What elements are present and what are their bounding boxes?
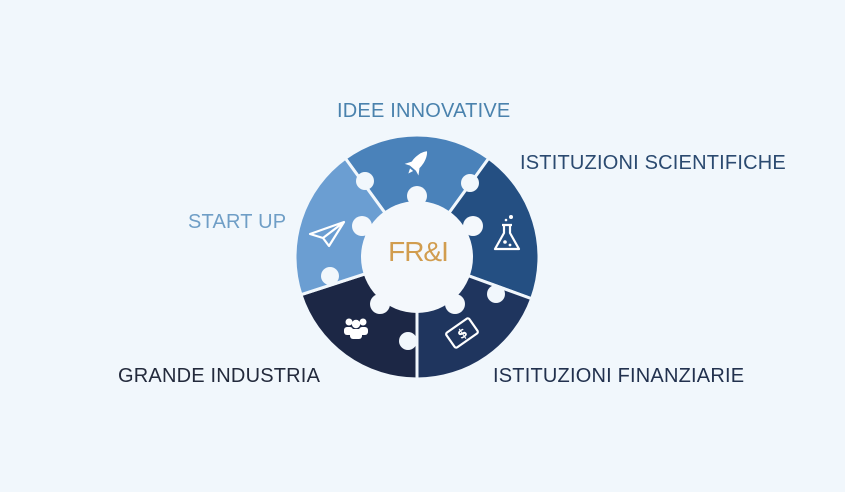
label-istituzioni-finanziarie: ISTITUZIONI FINANZIARIE: [493, 365, 745, 387]
people-group-icon: [344, 318, 368, 339]
puzzle-knob: [461, 174, 479, 192]
hub-knob: [463, 216, 483, 236]
hub-knob: [445, 294, 465, 314]
label-start-up: START UP: [188, 211, 287, 233]
label-idee-innovative: IDEE INNOVATIVE: [337, 100, 511, 122]
paper-plane-icon: [308, 220, 346, 248]
puzzle-knob: [356, 172, 374, 190]
rocket-icon: [404, 151, 428, 176]
puzzle-knob: [321, 267, 339, 285]
label-istituzioni-scientifiche: ISTITUZIONI SCIENTIFICHE: [520, 152, 786, 174]
puzzle-knob: [487, 285, 505, 303]
hub-knob: [370, 294, 390, 314]
puzzle-knob: [399, 332, 417, 350]
hub-knob: [407, 186, 427, 206]
fri-logo: FR&I: [388, 236, 449, 267]
hub-knob: [352, 216, 372, 236]
label-grande-industria: GRANDE INDUSTRIA: [118, 365, 321, 387]
flask-icon: [493, 215, 521, 251]
center-hub: [361, 201, 473, 313]
